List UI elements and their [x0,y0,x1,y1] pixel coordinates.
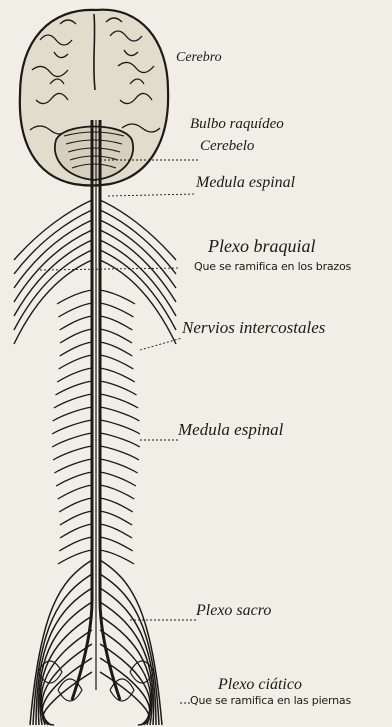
label-bulbo-raquideo: Bulbo raquídeo [190,116,284,133]
intercostal-nerve-left [57,290,92,304]
intercostal-nerve-right [100,316,132,330]
label-plexo-ciatico: Plexo ciático [218,676,302,694]
brachial-nerve-left [14,250,92,330]
brachial-nerve-right [100,240,176,316]
intercostal-nerve-left [59,498,92,512]
brachial-nerve-right [100,210,176,274]
brachial-nerve-left [14,220,92,288]
intercostal-nerve-left [55,381,92,395]
nerve-branches [14,200,176,725]
intercostal-nerve-left [56,472,92,486]
intercostal-nerve-right [100,342,132,356]
intercostal-nerve-right [100,511,132,525]
intercostal-nerve-right [100,485,134,499]
spinal-cord-right [100,120,120,700]
brachial-nerve-right [100,250,176,330]
brain-midline [94,14,95,90]
label-medula-espinal-middle: Medula espinal [178,420,283,440]
intercostal-nerve-right [100,355,133,369]
label-medula-espinal-top: Medula espinal [196,174,295,192]
intercostal-nerve-left [59,537,92,551]
intercostal-nerve-right [100,407,139,421]
intercostal-nerve-left [54,394,92,408]
spinal-cord-left [72,120,92,700]
intercostal-nerve-left [54,459,92,473]
intercostal-nerve-left [60,524,92,538]
intercostal-nerve-left [52,420,92,434]
intercostal-nerve-left [60,342,92,356]
label-nervios-intercostales: Nervios intercostales [182,318,325,338]
intercostal-nerve-right [100,550,134,564]
intercostal-nerve-left [60,316,92,330]
brachial-nerve-left [14,200,92,260]
intercostal-nerve-left [59,303,92,317]
intercostal-nerve-right [100,459,138,473]
intercostal-nerve-right [100,303,133,317]
label-plexo-braquial-note: Que se ramifica en los brazos [194,260,351,273]
intercostal-nerve-left [53,446,92,460]
intercostal-nerve-left [60,511,92,525]
brachial-nerve-left [14,240,92,316]
brachial-nerve-left [14,210,92,274]
intercostal-nerve-right [100,433,140,447]
intercostal-nerve-left [58,485,92,499]
intercostal-nerve-right [100,446,139,460]
sacral-nerve-right [100,658,150,725]
brachial-nerve-right [100,220,176,288]
leader-lines [40,160,198,703]
intercostal-nerve-right [100,498,133,512]
label-cerebelo: Cerebelo [200,138,254,155]
intercostal-nerve-right [100,290,135,304]
intercostal-nerve-left [57,368,92,382]
intercostal-nerve-right [100,472,136,486]
intercostal-nerve-right [100,368,135,382]
intercostal-nerve-left [53,407,92,421]
intercostal-nerve-right [100,524,132,538]
intercostal-nerve-left [60,329,92,343]
label-plexo-sacro: Plexo sacro [196,602,271,620]
intercostal-nerve-right [100,381,137,395]
intercostal-nerve-right [100,394,138,408]
intercostal-nerve-left [52,433,92,447]
intercostal-nerve-left [59,355,92,369]
label-plexo-ciatico-note: Que se ramifica en las piernas [190,694,351,707]
sacral-nerve-left [42,658,92,725]
label-plexo-braquial: Plexo braquial [208,236,315,257]
brain-icon [20,10,168,186]
intercostal-nerve-right [100,329,132,343]
label-cerebro: Cerebro [176,50,222,66]
intercostal-nerve-right [100,420,140,434]
leader-line [108,194,196,196]
brachial-nerve-right [100,200,176,260]
intercostal-nerve-right [100,537,133,551]
intercostal-nerve-left [58,550,92,564]
